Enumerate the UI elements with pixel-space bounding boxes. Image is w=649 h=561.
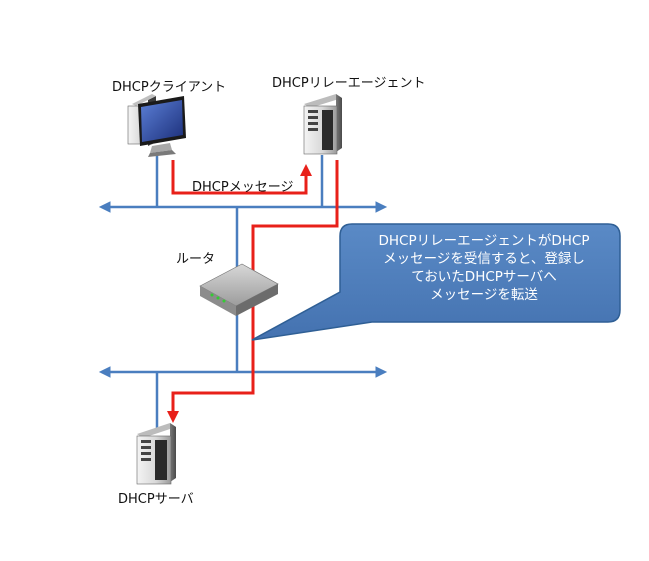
callout-line: メッセージを受信すると、登録し xyxy=(383,251,585,267)
router-icon xyxy=(199,263,279,316)
dhcp-server-icon xyxy=(136,423,176,485)
dhcp-message-path-to-relay xyxy=(171,160,312,195)
client-computer-icon xyxy=(127,94,186,157)
dhcp-message-path-to-server xyxy=(167,160,339,423)
server-label: DHCPサーバ xyxy=(118,492,194,507)
callout-text: DHCPリレーエージェントがDHCP メッセージを受信すると、登録し ておいたD… xyxy=(344,232,624,304)
client-label: DHCPクライアント xyxy=(112,80,227,95)
network-segment-upper xyxy=(98,201,388,213)
relay-server-icon xyxy=(303,94,342,155)
router-label: ルータ xyxy=(176,252,216,267)
dhcp-message-label: DHCPメッセージ xyxy=(192,180,294,195)
relay-agent-label: DHCPリレーエージェント xyxy=(272,76,426,91)
callout-line: ておいたDHCPサーバへ xyxy=(411,269,557,285)
callout-line: DHCPリレーエージェントがDHCP xyxy=(378,233,590,249)
callout-line: メッセージを転送 xyxy=(430,287,538,303)
callout-bubble xyxy=(251,223,621,341)
network-segment-lower xyxy=(98,366,388,378)
network-drops xyxy=(155,150,324,430)
